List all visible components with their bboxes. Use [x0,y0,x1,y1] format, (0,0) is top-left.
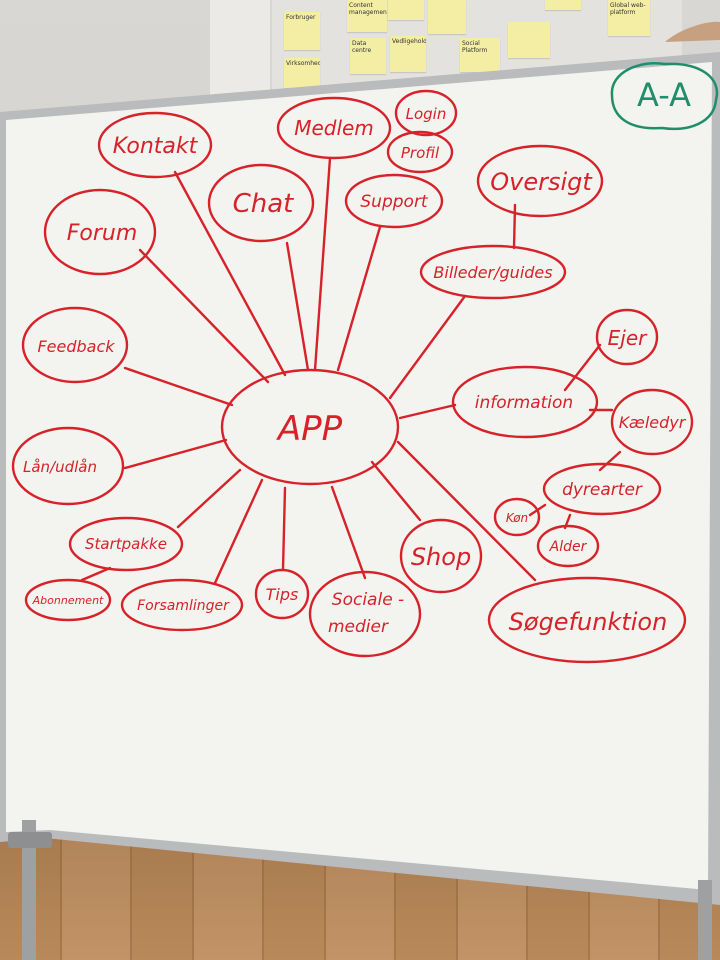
node-chat: Chat [233,189,295,219]
node-support: Support [360,192,429,212]
postit: Social Platform [460,38,500,72]
node-kontakt: Kontakt [113,134,199,159]
postit [508,22,550,58]
node-laan-udlaan: Lån/udlån [23,458,97,476]
person-arm [665,21,720,42]
node-feedback: Feedback [37,337,115,356]
node-labels: APP Kontakt Medlem Login Profil Forum Ch… [23,105,687,637]
postit [388,0,424,20]
node-sociale: Sociale - [332,590,404,610]
board-leg [698,880,712,960]
node-medlem: Medlem [294,116,374,140]
node-startpakke: Startpakke [85,535,167,553]
paper-sheet [210,0,270,95]
node-forsamlinger: Forsamlinger [137,598,230,614]
node-ejer: Ejer [608,326,648,350]
node-tips: Tips [266,585,299,604]
node-koen: Køn [506,511,528,525]
board-foot [8,832,52,848]
postit: Forbruger [284,12,320,50]
node-kaeledyr: Kæledyr [619,413,687,432]
node-billeder: Billeder/guides [433,263,552,282]
node-profil: Profil [401,144,440,162]
node-outlines [11,89,694,664]
board-surface [6,62,712,890]
node-information: information [475,393,573,413]
board-leg [22,820,36,960]
postit [545,0,581,10]
postit [428,0,466,34]
postit: Vedligeholdelse [390,36,426,72]
postit: Global web-platform [608,0,650,36]
corner-logo-text: A-A [637,76,691,114]
node-forum: Forum [67,221,138,246]
connector-lines [80,156,622,585]
node-medier: medier [328,617,389,637]
node-login: Login [406,105,447,123]
node-soegefunktion: Søgefunktion [509,608,668,636]
node-oversigt: Oversigt [490,168,593,196]
postit: Content management [347,0,387,32]
node-shop: Shop [411,543,471,571]
node-abonnement: Abonnement [32,594,104,607]
center-node-app: APP [276,409,343,449]
node-alder: Alder [549,539,588,555]
postit: Data centre [350,38,386,74]
node-dyrearter: dyrearter [562,480,643,500]
corner-logo: A-A [610,62,719,131]
postit: Virksomheder [284,58,320,88]
